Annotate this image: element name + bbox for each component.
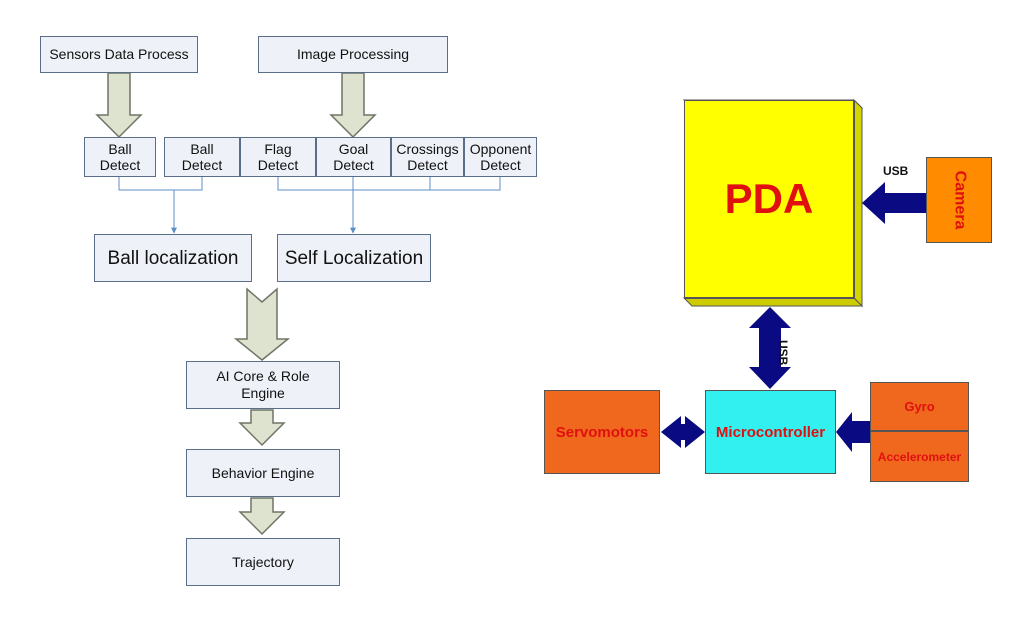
pda-box[interactable]: PDA [684, 100, 854, 298]
arrow-behavior-to-trajectory [238, 497, 286, 536]
image-processing-box[interactable]: Image Processing [258, 36, 448, 73]
behavior-engine-box[interactable]: Behavior Engine [186, 449, 340, 497]
arrow-camera-to-pda [862, 182, 926, 224]
detect-box-crossings[interactable]: Crossings Detect [391, 137, 464, 177]
pda-bottom-face [682, 297, 864, 307]
arrow-sensors-to-ball-detect [95, 72, 143, 139]
camera-box[interactable]: Camera [926, 157, 992, 243]
detect-box-goal[interactable]: Goal Detect [316, 137, 391, 177]
connector-ball-detect [118, 177, 203, 191]
arrow-image-to-goal-detect [329, 72, 377, 139]
arrow-ai-core-to-behavior [238, 409, 286, 447]
self-localization-box[interactable]: Self Localization [277, 234, 431, 282]
arrow-servo-microcontroller-bidirectional [661, 416, 705, 448]
camera-label: Camera [950, 170, 968, 230]
ai-core-box[interactable]: AI Core & Role Engine [186, 361, 340, 409]
gyro-box[interactable]: Gyro [870, 382, 969, 431]
connector-self-detect [277, 177, 501, 191]
detect-box-opponent[interactable]: Opponent Detect [464, 137, 537, 177]
detect-box-ball[interactable]: Ball Detect [164, 137, 240, 177]
arrow-localization-to-ai-core [233, 287, 291, 361]
servomotors-box[interactable]: Servomotors [544, 390, 660, 474]
microcontroller-box[interactable]: Microcontroller [705, 390, 836, 474]
arrow-sensors-to-microcontroller [836, 412, 870, 452]
sensors-data-process-box[interactable]: Sensors Data Process [40, 36, 198, 73]
usb-label-camera: USB [883, 164, 909, 178]
trajectory-box[interactable]: Trajectory [186, 538, 340, 586]
pda-side-face [853, 98, 863, 308]
accelerometer-box[interactable]: Accelerometer [870, 431, 969, 482]
detect-box-ball-sensor[interactable]: Ball Detect [84, 137, 156, 177]
ball-localization-box[interactable]: Ball localization [94, 234, 252, 282]
arrow-pda-microcontroller-bidirectional [749, 307, 791, 389]
detect-box-flag[interactable]: Flag Detect [240, 137, 316, 177]
usb-label-microcontroller: USB [776, 340, 790, 366]
